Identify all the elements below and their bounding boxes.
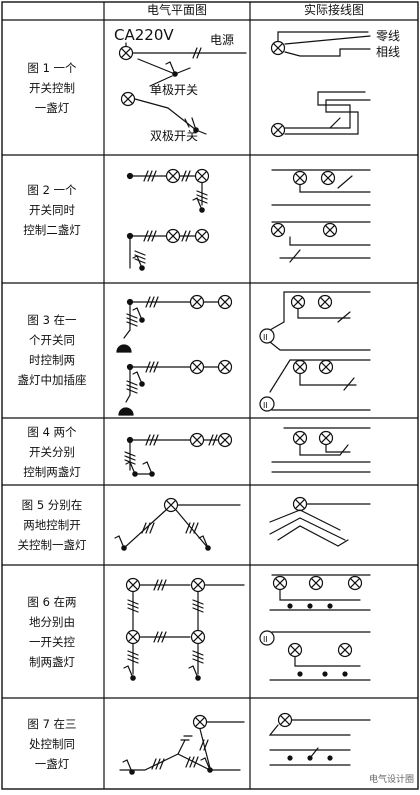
- fig1-plan: [118, 42, 247, 135]
- row-label-fig7: 图 7 在三 处控制同 一盏灯: [27, 717, 77, 771]
- phase-label: 相线: [376, 45, 400, 59]
- fig5-plan: [114, 497, 241, 551]
- fig7-wiring: [268, 712, 371, 766]
- power-label: 电源: [210, 33, 234, 47]
- row-label-fig3: 图 3 在一 个开关同 时控制两 盏灯中加插座: [17, 313, 87, 387]
- row-label-fig4: 图 4 两个 开关分别 控制两盏灯: [23, 425, 81, 479]
- fig1-wiring: [270, 31, 371, 138]
- socket-mark: II: [263, 635, 268, 644]
- row-label-fig6: 图 6 在两 地分别由 一开关控 制两盏灯: [27, 595, 77, 669]
- row-label-fig2: 图 2 一个 开关同时 控制二盏灯: [23, 183, 81, 237]
- row-label-fig5: 图 5 分别在 两地控制开 关控制一盏灯: [17, 498, 87, 552]
- watermark: 电气设计圈: [368, 775, 414, 785]
- wiring-column-header: 实际接线图: [303, 3, 364, 17]
- fig6-plan: [123, 577, 245, 681]
- fig2-plan: [126, 168, 210, 271]
- fig3-plan: [116, 294, 233, 416]
- socket-mark: II: [263, 401, 268, 410]
- fig6-wiring: [259, 574, 371, 681]
- double-switch-label: 双极开关: [150, 129, 198, 143]
- fig4-wiring: [271, 427, 371, 473]
- fig5-wiring: [269, 496, 371, 547]
- plan-column-header: 电气平面图: [146, 3, 207, 17]
- socket-mark: II: [263, 333, 268, 342]
- voltage-label: CA220V: [114, 26, 174, 44]
- fig2-wiring: [270, 169, 371, 263]
- single-switch-label: 单极开关: [150, 83, 198, 97]
- fig4-plan: [124, 432, 233, 477]
- fig3-wiring: [259, 291, 371, 412]
- row-label-fig1: 图 1 一个 开关控制 一盏灯: [27, 61, 77, 115]
- neutral-label: 零线: [376, 29, 400, 43]
- fig7-plan: [119, 714, 245, 775]
